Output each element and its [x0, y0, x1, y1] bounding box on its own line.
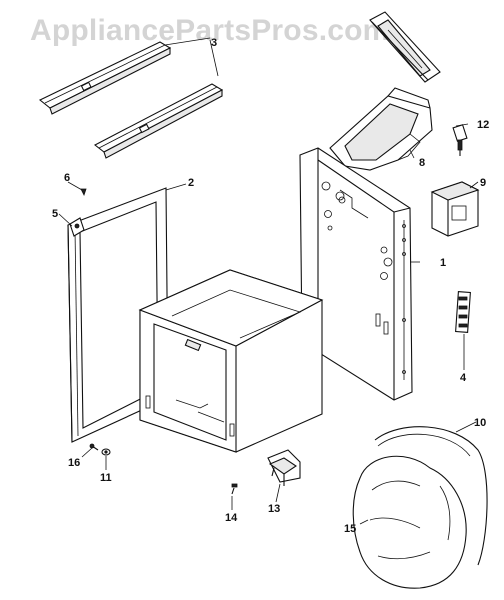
callout-5: 5	[52, 208, 58, 220]
part-8-duct	[329, 87, 433, 171]
part-5-hinge	[69, 217, 85, 237]
callout-16: 16	[68, 457, 80, 469]
part-15-insulation	[352, 455, 467, 589]
part-3-trim-strips	[38, 41, 224, 159]
trim-strip-lower	[93, 83, 224, 159]
callout-4: 4	[460, 372, 467, 384]
callout-1: 1	[440, 257, 446, 269]
callout-8: 8	[419, 157, 425, 169]
part-14-screw	[231, 483, 238, 495]
site-watermark: AppliancePartsPros.com	[30, 14, 390, 47]
part-10-insulation-wrap	[374, 426, 488, 566]
part-12-switch	[452, 124, 468, 156]
callout-2: 2	[188, 177, 194, 189]
callout-12: 12	[477, 119, 489, 131]
oven-cavity	[138, 269, 324, 453]
part-11-washer	[101, 448, 111, 456]
callout-9: 9	[480, 177, 486, 189]
part-top-right-bracket	[369, 11, 441, 83]
part-9-electrical-box	[430, 181, 480, 237]
callout-10: 10	[474, 417, 486, 429]
part-6-screw	[80, 188, 87, 197]
callout-14: 14	[225, 512, 238, 524]
trim-strip-upper	[38, 41, 172, 115]
part-4-terminal-block	[455, 291, 471, 333]
leader-lines	[58, 37, 479, 525]
callout-15: 15	[344, 523, 356, 535]
callout-11: 11	[100, 472, 112, 484]
part-16-screw	[89, 443, 99, 451]
callout-13: 13	[268, 503, 280, 515]
callout-3: 3	[211, 37, 217, 49]
part-13-latch	[267, 449, 301, 486]
callout-6: 6	[64, 172, 70, 184]
